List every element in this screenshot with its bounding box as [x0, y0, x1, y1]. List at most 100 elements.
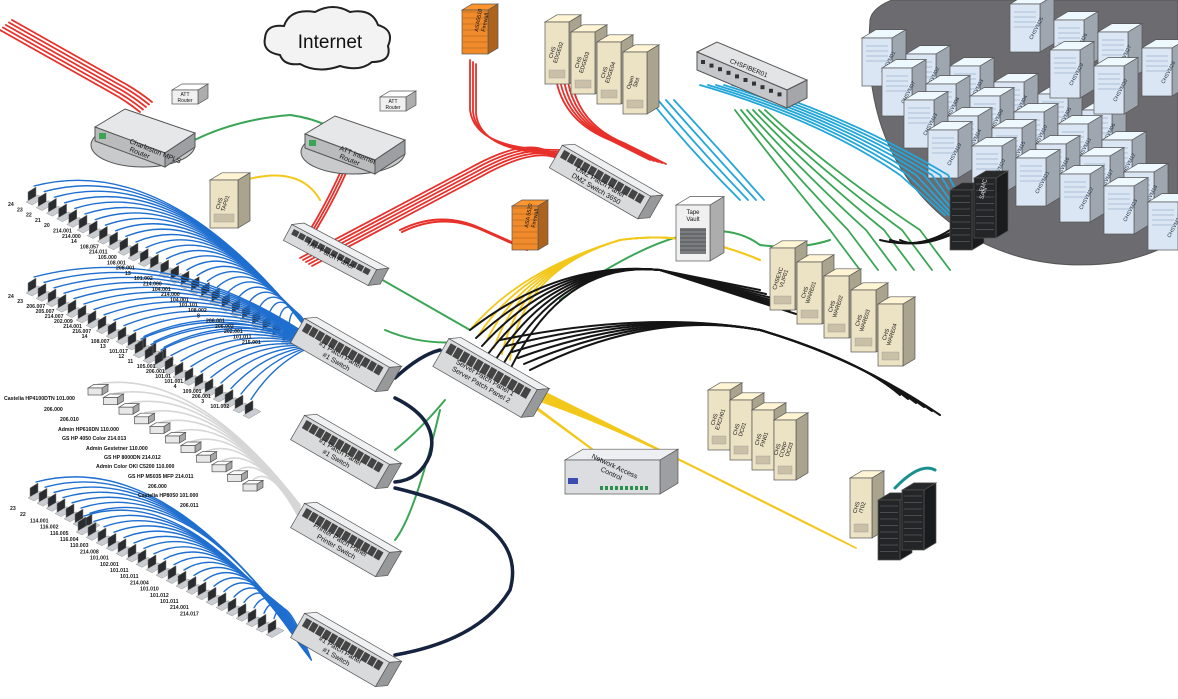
panel-port — [360, 651, 371, 664]
panel-port — [587, 165, 598, 177]
port-label: 23 — [17, 207, 23, 213]
port-label: 13 — [125, 271, 131, 277]
navy-uplink — [393, 348, 442, 380]
printer-label: Admin Gestetner 110.000 — [86, 446, 148, 452]
printer — [133, 412, 156, 425]
panel-port — [373, 461, 384, 473]
router-side — [374, 139, 406, 175]
modem-label: Router — [177, 98, 192, 104]
nac-box — [563, 448, 680, 495]
desk-group-1b — [25, 266, 309, 367]
box-front — [511, 205, 539, 251]
port-label: 206.001 — [146, 369, 165, 375]
panel-port — [334, 341, 345, 354]
port — [709, 63, 714, 68]
panel-port — [314, 330, 326, 342]
nac-port — [635, 486, 638, 490]
port-label: 109.001 — [183, 389, 202, 395]
tower-bay — [711, 435, 727, 445]
tower-bay — [755, 455, 771, 465]
box-front — [171, 89, 199, 105]
panel-port — [360, 356, 371, 369]
workstation — [63, 503, 83, 523]
vault-label: Tape — [686, 210, 700, 216]
vm-host-server: CHSVM22 — [1058, 164, 1106, 223]
tower-bay — [600, 89, 618, 99]
san-rack — [972, 170, 1010, 239]
tower-label: CHS — [852, 501, 861, 514]
yellow-cable — [244, 174, 321, 201]
port-label: 101.101 — [179, 303, 198, 309]
printer-label: 206.010 — [60, 417, 79, 423]
panel-port — [445, 343, 457, 356]
san-label: EMC — [979, 178, 989, 193]
desk — [265, 627, 285, 638]
panel-port — [347, 534, 358, 546]
printer-label: Admin Color OKI C5200 110.000 — [96, 464, 175, 470]
tower-bay — [548, 69, 566, 79]
printer-box — [133, 412, 156, 425]
tower-bay — [773, 295, 792, 305]
modem-label: ATT — [180, 92, 189, 98]
panel-port — [317, 242, 326, 252]
green-cable — [740, 109, 879, 271]
panel-port — [465, 354, 477, 368]
nac-port — [600, 486, 603, 490]
desk-cable — [43, 271, 302, 332]
tower-bay — [853, 523, 869, 533]
cyan-cable — [707, 84, 950, 216]
vm-box — [1048, 40, 1096, 99]
desk-group-3b — [75, 509, 313, 661]
port-label: 215.001 — [242, 340, 261, 346]
tower-label: CHS — [215, 197, 224, 210]
cable-strand — [308, 152, 610, 265]
port — [701, 60, 705, 64]
vm-host-server: CHSVM21 — [1014, 148, 1062, 207]
printer-label: Admin HP616DN 110.000 — [58, 427, 119, 433]
port-label: 206.007 — [26, 304, 45, 310]
tower-label: Open — [626, 75, 636, 90]
port-label: 214.008 — [80, 549, 99, 555]
tower-label: Slot — [633, 77, 642, 88]
cloud-shape — [263, 6, 391, 71]
port-label: 214.004 — [130, 580, 149, 586]
desk-cable — [103, 301, 305, 337]
box-top — [563, 448, 680, 461]
port-label: 101.001 — [90, 556, 109, 562]
port-label: 20 — [44, 223, 50, 229]
nac-port — [630, 486, 633, 490]
port — [760, 85, 765, 90]
panel-port — [327, 632, 339, 645]
port-labels-3: 2322114.001116.002116.005116.004110.0032… — [10, 506, 199, 617]
tower-label: IT02 — [858, 501, 867, 514]
tower-label: CHS — [828, 300, 837, 313]
printer — [210, 460, 234, 473]
panel-port — [314, 625, 326, 637]
box-side — [487, 3, 499, 55]
vm-box — [1102, 176, 1150, 235]
desk-cable — [160, 329, 302, 351]
cable-strand — [5, 24, 147, 108]
panel-port — [347, 446, 358, 458]
port-label: 3 — [201, 399, 204, 405]
panel-port — [353, 449, 365, 462]
access-patch-panel: #1 Patch Panel#1 Switch — [290, 413, 403, 490]
box-front — [290, 414, 390, 490]
panel-port — [366, 655, 378, 667]
port-label: 116.005 — [50, 531, 69, 537]
yellow-cable — [521, 394, 857, 549]
panel-port — [360, 453, 371, 466]
tower-label: CHS — [773, 443, 782, 456]
printer-label: Castelia HP4100DTN 101.000 — [4, 396, 75, 402]
desk-cable — [123, 310, 307, 338]
tower-label: CHS — [600, 66, 609, 79]
panel-port — [321, 629, 332, 641]
printers — [86, 381, 301, 521]
panel-port — [506, 378, 518, 392]
tower-bay — [213, 213, 235, 223]
vm-host-server: CHSVM23 — [1102, 176, 1150, 235]
port-labels-2: 2423206.007205.007214.007202.009214.0012… — [8, 294, 229, 410]
panel-port — [366, 545, 378, 557]
